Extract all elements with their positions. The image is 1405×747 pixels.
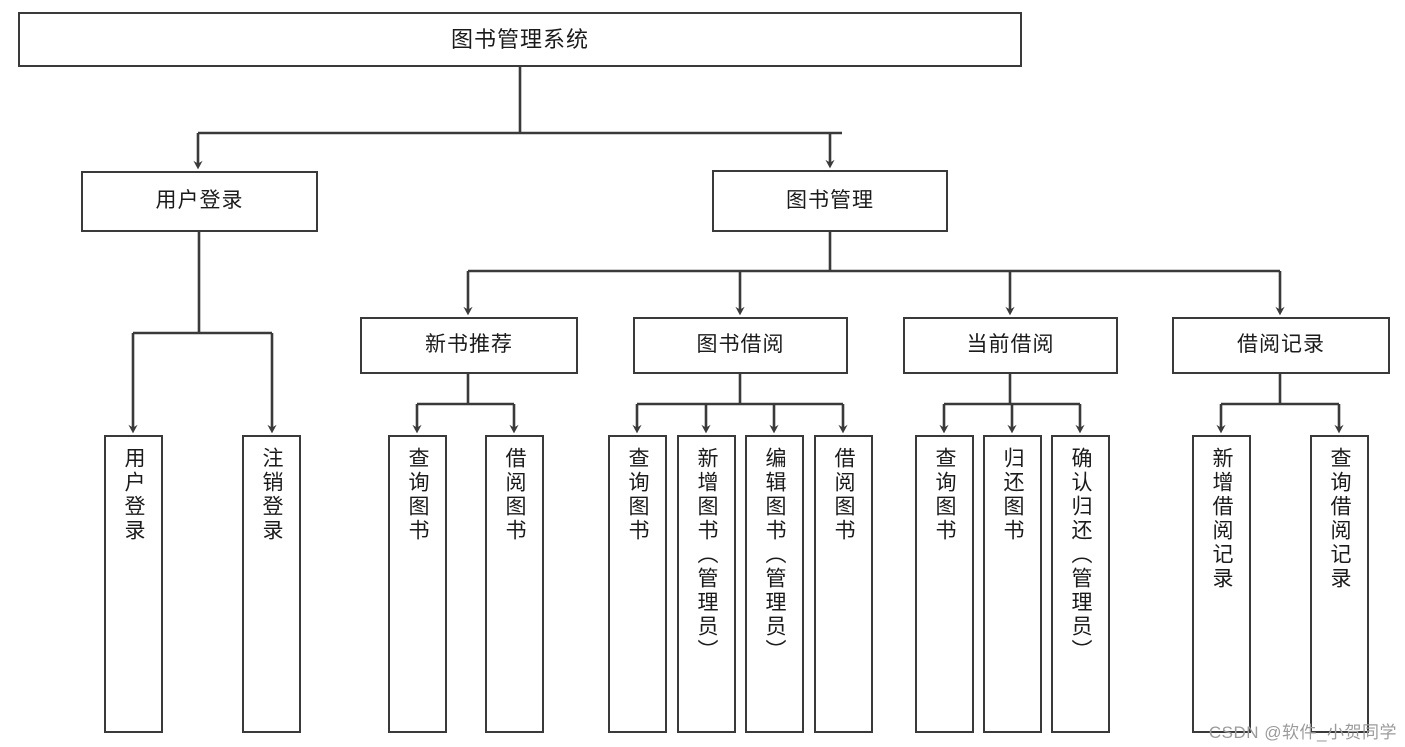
node-book-management-label: 图书管理 [786,188,874,212]
node-user-login[interactable]: 用户登录 [81,171,318,232]
leaf-label: 编辑图书（管理员） [763,447,786,663]
leaf-label: 新增图书（管理员） [695,447,718,663]
leaf-borrow-record-query[interactable]: 查询借阅记录 [1310,435,1369,733]
leaf-label: 确认归还（管理员） [1069,447,1092,663]
node-borrow-record-label: 借阅记录 [1237,333,1325,357]
leaf-current-borrow-query[interactable]: 查询图书 [915,435,974,733]
leaf-label: 注销登录 [260,447,283,543]
node-current-borrow-label: 当前借阅 [966,333,1055,357]
node-new-book-recommend-label: 新书推荐 [425,333,513,357]
node-book-borrow[interactable]: 图书借阅 [633,317,848,374]
leaf-book-borrow-edit[interactable]: 编辑图书（管理员） [745,435,804,733]
node-new-book-recommend[interactable]: 新书推荐 [360,317,578,374]
leaf-book-borrow-borrow[interactable]: 借阅图书 [814,435,873,733]
leaf-label: 借阅图书 [832,447,855,543]
leaf-label: 查询图书 [406,447,429,543]
leaf-label: 用户登录 [122,447,145,543]
node-root-label: 图书管理系统 [450,26,589,52]
csdn-watermark: CSDN @软件_小贺同学 [1208,723,1397,742]
node-book-management[interactable]: 图书管理 [712,170,948,232]
leaf-user-login-logout[interactable]: 注销登录 [242,435,301,733]
leaf-label: 归还图书 [1001,447,1024,543]
leaf-book-borrow-add[interactable]: 新增图书（管理员） [677,435,736,733]
leaf-current-borrow-confirm[interactable]: 确认归还（管理员） [1051,435,1110,733]
leaf-current-borrow-return[interactable]: 归还图书 [983,435,1042,733]
leaf-label: 查询图书 [626,447,649,543]
leaf-label: 新增借阅记录 [1210,447,1233,591]
leaf-borrow-record-add[interactable]: 新增借阅记录 [1192,435,1251,733]
leaf-new-book-borrow[interactable]: 借阅图书 [485,435,544,733]
leaf-new-book-query[interactable]: 查询图书 [388,435,447,733]
leaf-user-login-login[interactable]: 用户登录 [104,435,163,733]
node-user-login-label: 用户登录 [155,189,244,213]
node-borrow-record[interactable]: 借阅记录 [1172,317,1390,374]
node-current-borrow[interactable]: 当前借阅 [903,317,1118,374]
node-root[interactable]: 图书管理系统 [18,12,1022,67]
leaf-label: 查询图书 [933,447,956,543]
leaf-label: 查询借阅记录 [1328,447,1351,591]
leaf-book-borrow-query[interactable]: 查询图书 [608,435,667,733]
leaf-label: 借阅图书 [503,447,526,543]
node-book-borrow-label: 图书借阅 [696,333,785,357]
